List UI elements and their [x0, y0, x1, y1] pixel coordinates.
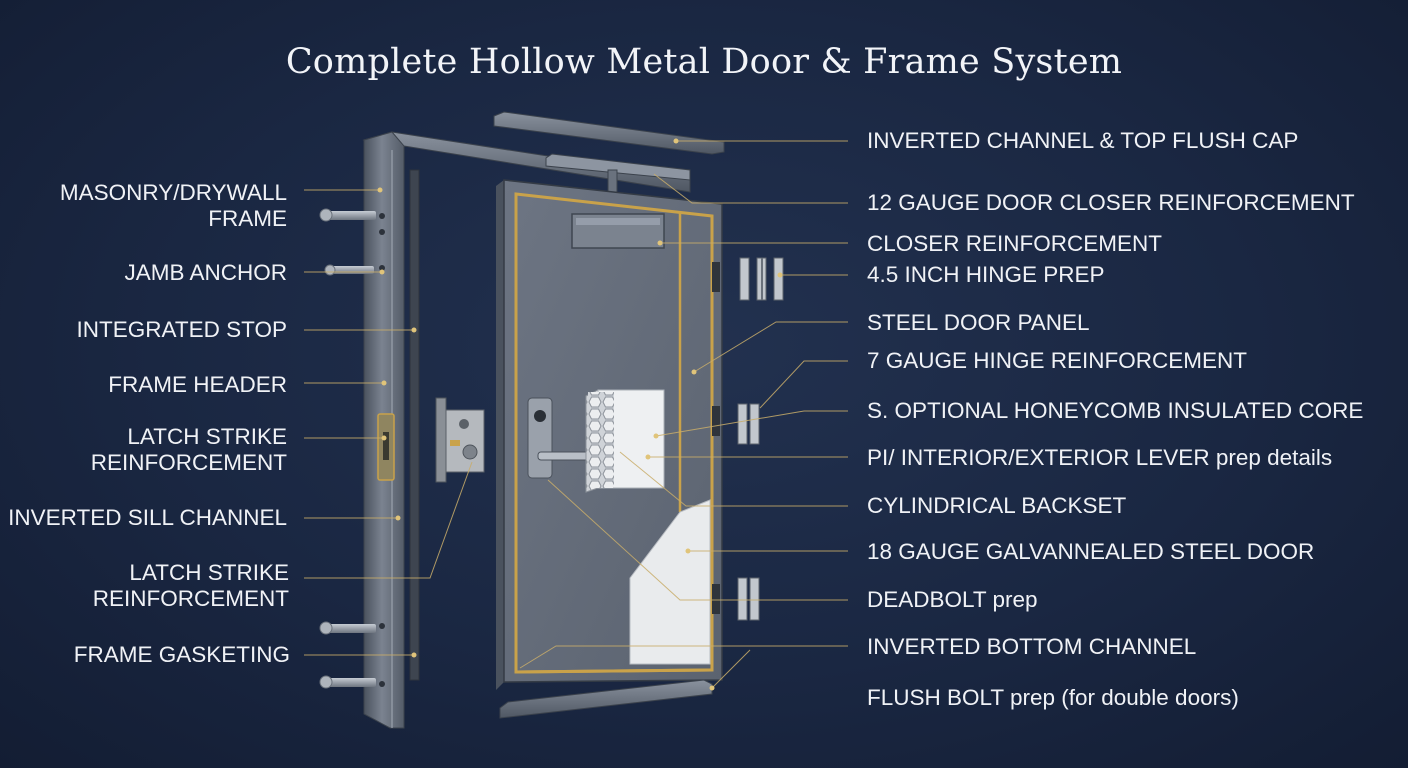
label-line: INVERTED CHANNEL & TOP FLUSH CAP — [867, 128, 1299, 153]
closer-arm-bar — [545, 153, 691, 181]
frame-anchor-hole — [379, 265, 385, 271]
label-steel-door-panel: STEEL DOOR PANEL — [867, 310, 1090, 336]
diagram-title: Complete Hollow Metal Door & Frame Syste… — [285, 42, 1123, 82]
label-line: S. OPTIONAL HONEYCOMB INSULATED CORE — [867, 398, 1364, 423]
label-line: INVERTED SILL CHANNEL — [8, 505, 287, 530]
label-line: FRAME HEADER — [108, 372, 287, 397]
anchor-bolt — [319, 208, 376, 222]
label-galvannealed-door: 18 GAUGE GALVANNEALED STEEL DOOR — [867, 539, 1314, 565]
label-line: 7 GAUGE HINGE REINFORCEMENT — [867, 348, 1248, 373]
door-hinge-top — [712, 262, 720, 292]
frame-stop-strip — [409, 169, 420, 681]
label-line: REINFORCEMENT — [92, 586, 289, 611]
exploded-hinge-set-top — [739, 257, 784, 301]
exploded-hinge-set-mid — [737, 403, 760, 445]
anchor-bolt — [324, 264, 374, 276]
honeycomb-pattern — [588, 392, 614, 488]
door-hinge-mid — [712, 406, 720, 436]
label-line: PI/ INTERIOR/EXTERIOR LEVER prep details — [867, 445, 1333, 470]
leader-dots — [377, 138, 783, 691]
insulation-cutaway — [629, 499, 711, 665]
bottom-channel — [499, 679, 713, 719]
door-hinge-bottom — [712, 584, 720, 614]
leader-cylindrical-backset — [619, 451, 848, 507]
leader-lines — [304, 140, 848, 689]
label-line: INVERTED BOTTOM CHANNEL — [867, 634, 1197, 659]
label-line: JAMB ANCHOR — [124, 260, 287, 285]
frame-anchor-hole — [379, 681, 385, 687]
lever-handle — [537, 451, 593, 461]
leader-honeycomb — [655, 410, 848, 437]
label-line: FRAME — [208, 206, 287, 231]
closer-arm-post — [607, 169, 618, 193]
label-line: MASONRY/DRYWALL — [59, 180, 287, 205]
label-inverted-sill-channel: INVERTED SILL CHANNEL — [8, 505, 287, 531]
label-line: 18 GAUGE GALVANNEALED STEEL DOOR — [867, 539, 1315, 564]
label-frame-gasketing: FRAME GASKETING — [74, 642, 290, 668]
leader-flush-bolt — [711, 649, 751, 689]
door-edge — [496, 180, 504, 690]
label-line: 4.5 INCH HINGE PREP — [867, 262, 1105, 287]
top-channel-assembly — [493, 111, 725, 193]
label-hinge-reinforcement: 7 GAUGE HINGE REINFORCEMENT — [867, 348, 1247, 374]
label-line: INTEGRATED STOP — [76, 317, 287, 342]
label-flush-bolt-prep: FLUSH BOLT prep (for double doors) — [867, 685, 1239, 711]
closer-reinforcement-face — [576, 218, 660, 225]
exploded-hinge-set-bottom — [737, 577, 760, 621]
label-line: 12 GAUGE DOOR CLOSER REINFORCEMENT — [867, 190, 1355, 215]
leader-12ga-closer — [653, 173, 848, 204]
leader-deadbolt — [547, 479, 848, 601]
top-flush-cap — [493, 111, 725, 155]
label-closer-reinforcement: CLOSER REINFORCEMENT — [867, 231, 1162, 257]
label-latch-strike-reinforcement-lower: LATCH STRIKE REINFORCEMENT — [93, 560, 289, 612]
label-jamb-anchor: JAMB ANCHOR — [124, 260, 287, 286]
label-line: CLOSER REINFORCEMENT — [867, 231, 1163, 256]
label-door-closer-reinforcement-12ga: 12 GAUGE DOOR CLOSER REINFORCEMENT — [867, 190, 1355, 216]
label-line: FRAME GASKETING — [73, 642, 290, 667]
label-line: FLUSH BOLT prep (for double doors) — [867, 685, 1239, 710]
label-hinge-prep: 4.5 INCH HINGE PREP — [867, 262, 1105, 288]
frame-anchor-hole — [379, 623, 385, 629]
label-line: STEEL DOOR PANEL — [867, 310, 1090, 335]
latch-strike-slot — [383, 432, 389, 460]
label-line: CYLINDRICAL BACKSET — [867, 493, 1127, 518]
leader-bottom-channel — [519, 645, 848, 669]
label-line: DEADBOLT prep — [867, 587, 1038, 612]
label-lever-prep: PI/ INTERIOR/EXTERIOR LEVER prep details — [867, 445, 1332, 471]
label-masonry-drywall-frame: MASONRY/DRYWALL FRAME — [60, 180, 287, 232]
label-line: LATCH STRIKE — [129, 560, 289, 585]
mortise-lock-body — [435, 397, 485, 483]
lever-cylinder — [534, 410, 546, 422]
label-line: LATCH STRIKE — [127, 424, 287, 449]
anchor-bolt — [319, 675, 376, 689]
jamb-anchor-bolts — [319, 208, 376, 689]
door-leaf — [496, 179, 723, 690]
label-deadbolt-prep: DEADBOLT prep — [867, 587, 1038, 613]
frame-anchor-hole — [379, 229, 385, 235]
label-integrated-stop: INTEGRATED STOP — [77, 317, 287, 343]
label-frame-header: FRAME HEADER — [108, 372, 287, 398]
anchor-bolt — [319, 621, 376, 635]
label-inverted-channel-top-flush-cap: INVERTED CHANNEL & TOP FLUSH CAP — [867, 128, 1298, 154]
door-bottom-rail — [515, 668, 713, 674]
frame-anchor-hole — [379, 213, 385, 219]
leader-latch-strike-lower — [304, 461, 473, 579]
label-latch-strike-reinforcement-upper: LATCH STRIKE REINFORCEMENT — [91, 424, 287, 476]
leader-hinge-reinforcement — [759, 360, 848, 409]
leader-steel-door-panel — [693, 321, 848, 373]
label-cylindrical-backset: CYLINDRICAL BACKSET — [867, 493, 1126, 519]
label-line: REINFORCEMENT — [90, 450, 287, 475]
label-honeycomb-core: S. OPTIONAL HONEYCOMB INSULATED CORE — [867, 398, 1363, 424]
label-inverted-bottom-channel: INVERTED BOTTOM CHANNEL — [867, 634, 1196, 660]
